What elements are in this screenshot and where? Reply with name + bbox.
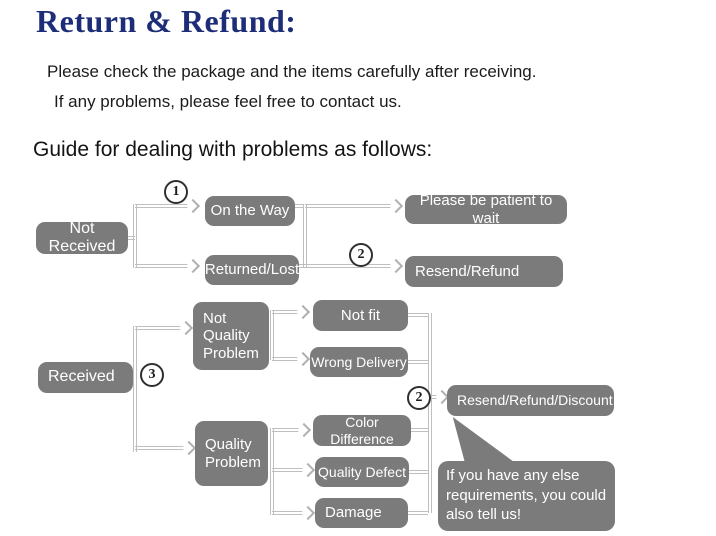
node-returned-lost: Returned/Lost xyxy=(205,255,299,285)
arrow-right-icon xyxy=(296,422,312,438)
connector-line xyxy=(408,313,428,317)
connector-line xyxy=(428,313,432,513)
arrow-right-icon xyxy=(295,351,311,367)
intro-line-2: If any problems, please feel free to con… xyxy=(54,92,402,111)
connector-line xyxy=(305,264,393,268)
connector-line xyxy=(270,310,274,360)
connector-line xyxy=(272,468,308,472)
arrow-right-icon xyxy=(300,462,316,478)
connector-line xyxy=(272,357,302,361)
connector-line xyxy=(303,204,307,268)
node-quality-problem: Quality Problem xyxy=(195,421,268,486)
node-color-difference: Color Difference xyxy=(313,414,411,447)
node-on-the-way: On the Way xyxy=(205,196,295,226)
arrow-right-icon xyxy=(295,304,311,320)
arrow-right-icon xyxy=(178,320,194,336)
note-bubble: If you have any else requirements, you c… xyxy=(438,461,615,531)
node-received: Received xyxy=(38,362,133,393)
node-damage: Damage xyxy=(315,498,408,528)
node-resend-refund-discount: Resend/Refund/Discount xyxy=(447,385,614,416)
speech-bubble-tail xyxy=(452,417,516,463)
node-quality-defect: Quality Defect xyxy=(315,457,409,487)
arrow-right-icon xyxy=(181,440,197,456)
node-wrong-delivery: Wrong Delivery xyxy=(310,347,408,377)
connector-line xyxy=(408,360,428,364)
connector-line xyxy=(272,428,304,432)
connector-line xyxy=(305,204,393,208)
connector-line xyxy=(135,446,185,450)
connector-line xyxy=(133,326,137,452)
connector-line xyxy=(272,310,302,314)
connector-line xyxy=(272,511,308,515)
connector-line xyxy=(411,428,428,432)
connector-line xyxy=(299,264,305,268)
node-be-patient: Please be patient to wait xyxy=(405,192,567,227)
guide-heading: Guide for dealing with problems as follo… xyxy=(33,138,433,161)
arrow-right-icon xyxy=(388,198,404,214)
connector-line xyxy=(135,326,183,330)
arrow-right-icon xyxy=(185,258,201,274)
connector-line xyxy=(295,204,303,208)
node-not-quality-problem: Not Quality Problem xyxy=(193,302,269,370)
step-3-badge: 3 xyxy=(140,363,164,387)
arrow-right-icon xyxy=(388,258,404,274)
step-1-badge: 1 xyxy=(164,180,188,204)
connector-line xyxy=(128,236,135,240)
node-resend-refund: Resend/Refund xyxy=(405,256,563,287)
page-title: Return & Refund: xyxy=(36,3,297,39)
connector-line xyxy=(135,204,190,208)
arrow-right-icon xyxy=(185,198,201,214)
connector-line xyxy=(135,264,190,268)
step-2-badge: 2 xyxy=(407,386,431,410)
connector-line xyxy=(133,204,137,268)
connector-line xyxy=(408,511,428,515)
node-not-received: Not Received xyxy=(36,220,128,255)
step-2-badge: 2 xyxy=(349,243,373,267)
arrow-right-icon xyxy=(300,505,316,521)
node-not-fit: Not fit xyxy=(313,300,408,331)
intro-line-1: Please check the package and the items c… xyxy=(47,62,537,81)
connector-line xyxy=(409,470,428,474)
